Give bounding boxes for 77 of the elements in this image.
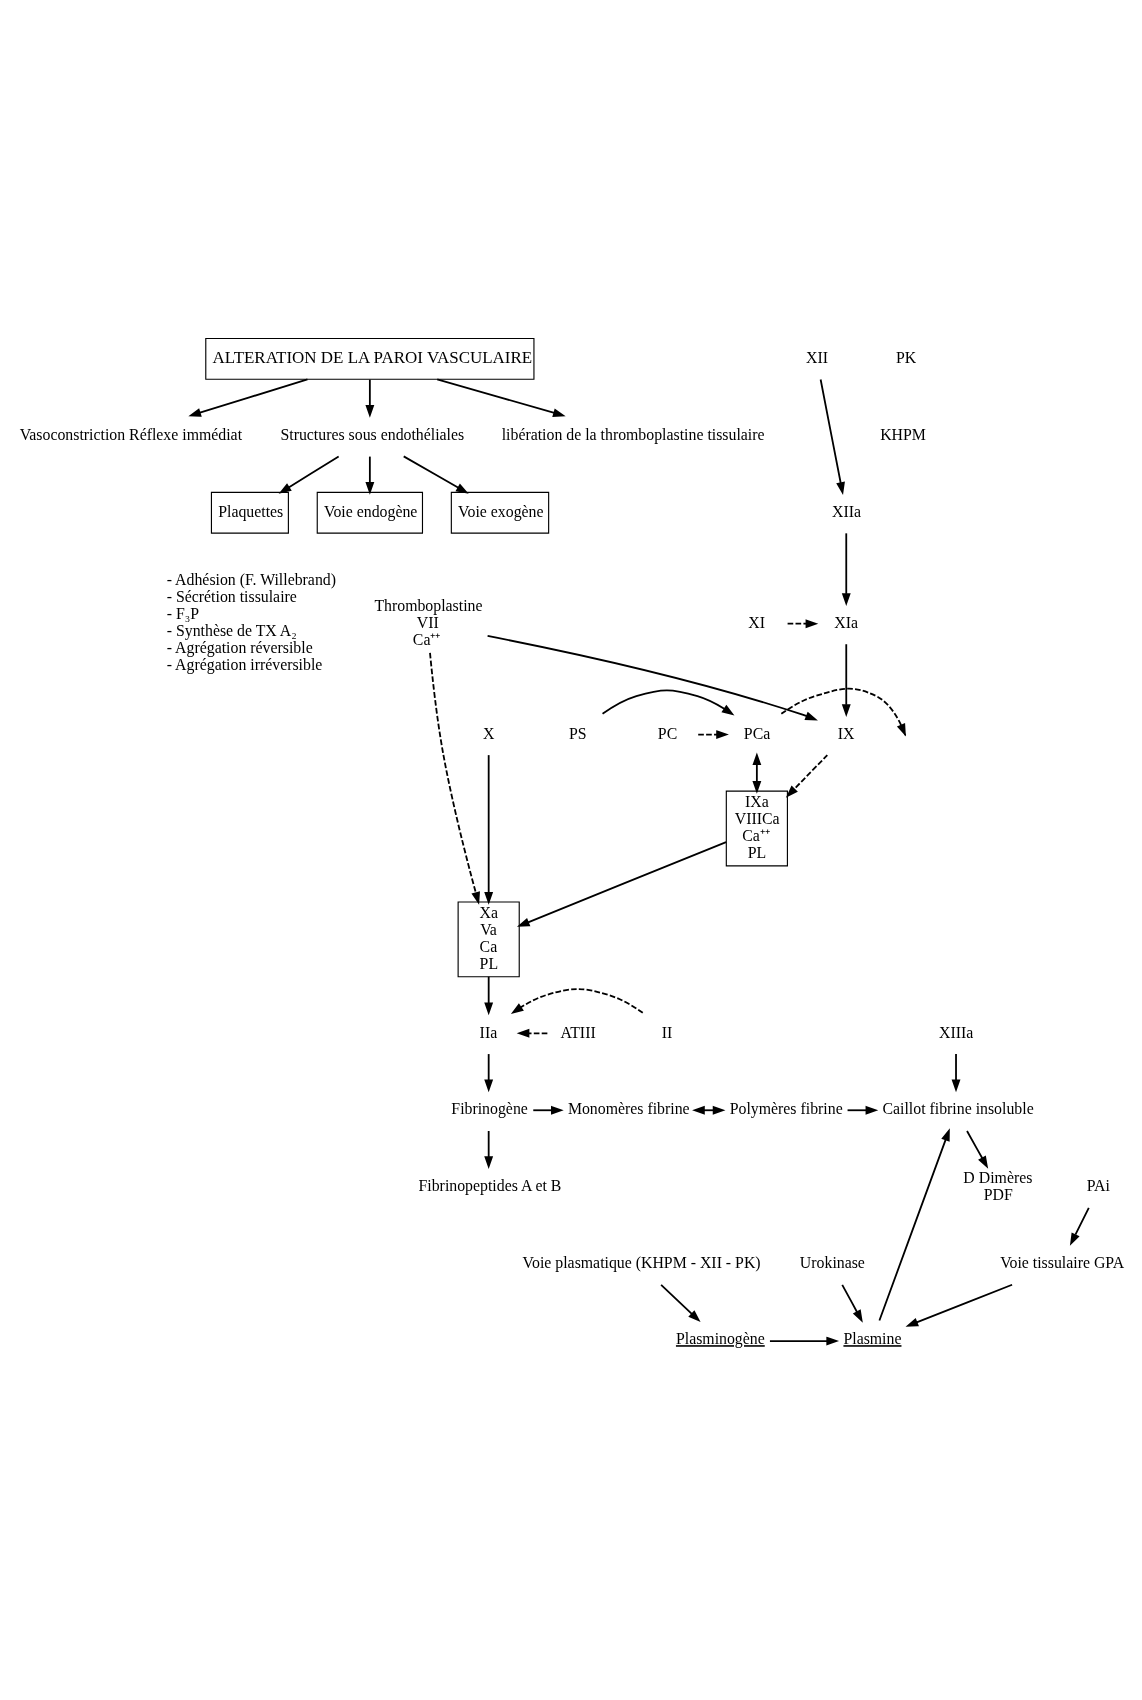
node-label: - Agrégation réversible bbox=[166, 639, 313, 657]
node-box: Voie endogène bbox=[316, 491, 424, 534]
node-text: PAi bbox=[1086, 1177, 1110, 1195]
node-text: D Dimères PDF bbox=[963, 1168, 1033, 1203]
node-text: Fibrinopeptides A et B bbox=[418, 1177, 562, 1195]
node-text: ATIII bbox=[560, 1023, 596, 1041]
node-text: Fibrinogène bbox=[451, 1100, 528, 1118]
node-box: Voie exogène bbox=[450, 491, 550, 534]
node-text: Urokinase bbox=[799, 1254, 865, 1272]
node-label: - Sécrétion tissulaire bbox=[166, 588, 297, 606]
arrow bbox=[278, 455, 340, 494]
arrow bbox=[846, 1105, 879, 1115]
label: KHPM bbox=[880, 426, 926, 444]
node-text: Voie plasmatique (KHPM - XII - PK) bbox=[522, 1254, 761, 1272]
node-box: Plaquettes bbox=[210, 491, 289, 534]
node-text: PCa bbox=[743, 724, 771, 742]
arrow bbox=[402, 455, 469, 494]
node-text: Polymères fibrine bbox=[729, 1100, 843, 1118]
node-text: XIIIa bbox=[939, 1023, 974, 1041]
node-text: XIa bbox=[834, 613, 859, 631]
arrow bbox=[516, 1028, 549, 1038]
arrow bbox=[841, 1284, 863, 1323]
arrow bbox=[951, 1053, 961, 1093]
arrow bbox=[601, 689, 735, 716]
arrow bbox=[484, 975, 494, 1016]
node-text: Monomères fibrine bbox=[567, 1100, 690, 1118]
arrow bbox=[1069, 1207, 1090, 1246]
arrow bbox=[484, 1130, 494, 1170]
arrow bbox=[966, 1130, 989, 1169]
arrow bbox=[510, 988, 644, 1015]
node-text: II bbox=[661, 1023, 673, 1041]
arrow bbox=[752, 752, 762, 794]
node-text: IIa bbox=[479, 1023, 498, 1041]
node-text: XIIa bbox=[832, 502, 862, 520]
arrow bbox=[841, 532, 851, 607]
arrow bbox=[188, 378, 309, 417]
node-box: ALTERATION DE LA PAROI VASCULAIRE bbox=[205, 337, 535, 380]
node-text: X bbox=[483, 724, 495, 742]
node-label: - Agrégation irréversible bbox=[166, 656, 323, 674]
arrow bbox=[878, 1128, 950, 1322]
arrow bbox=[486, 635, 818, 721]
node-text: Voie tissulaire GPA bbox=[1000, 1254, 1125, 1272]
node-label: - F₃P bbox=[166, 605, 200, 623]
node-label: - Synthèse de TX A₂ bbox=[166, 622, 297, 640]
node-text: XI bbox=[748, 613, 766, 631]
node-text: Vasoconstriction Réflexe immédiat bbox=[19, 426, 243, 444]
node-box: IXa VIIICa Ca⁺⁺ PL bbox=[725, 790, 788, 867]
arrow bbox=[819, 378, 845, 495]
node-text: Plasminogène bbox=[675, 1330, 765, 1348]
node-box: Xa Va Ca PL bbox=[457, 901, 520, 978]
arrow bbox=[697, 730, 729, 740]
arrow bbox=[429, 652, 480, 905]
arrow bbox=[365, 455, 375, 495]
node-text: libération de la thromboplastine tissulaire bbox=[501, 426, 765, 444]
node-text: PS bbox=[569, 724, 587, 742]
node-text: Caillot fibrine insoluble bbox=[882, 1100, 1034, 1118]
arrow bbox=[692, 1105, 726, 1115]
arrow bbox=[532, 1105, 564, 1115]
node-text: XII bbox=[806, 349, 829, 367]
arrow bbox=[841, 643, 851, 717]
arrow bbox=[484, 1053, 494, 1093]
node-text: PC bbox=[657, 724, 678, 742]
arrow bbox=[516, 841, 727, 927]
node-text: Structures sous endothéliales bbox=[280, 426, 465, 444]
arrow bbox=[436, 378, 566, 417]
node-text: IX bbox=[837, 724, 855, 742]
label: PK bbox=[896, 349, 917, 367]
arrow bbox=[785, 754, 829, 798]
arrow bbox=[365, 378, 375, 418]
arrow bbox=[786, 619, 819, 629]
node-label: - Adhésion (F. Willebrand) bbox=[166, 571, 336, 589]
node-text: Thromboplastine VII Ca⁺⁺ bbox=[374, 596, 483, 648]
arrow bbox=[484, 754, 494, 905]
arrow bbox=[769, 1336, 840, 1346]
node-text: Plasmine bbox=[843, 1330, 902, 1348]
arrow bbox=[905, 1283, 1013, 1327]
arrow bbox=[660, 1284, 701, 1323]
